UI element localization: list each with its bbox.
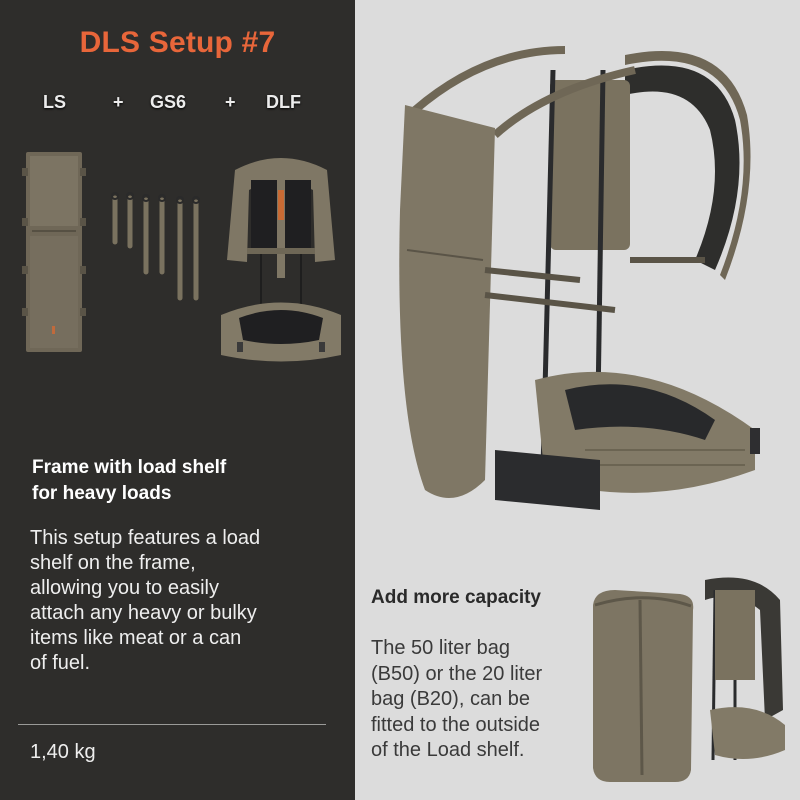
description-line: shelf on the frame, xyxy=(30,552,196,574)
divider xyxy=(18,724,326,725)
description-line: The 50 liter bag xyxy=(371,637,510,659)
left-info-panel xyxy=(0,0,355,800)
heading-line: for heavy loads xyxy=(32,483,172,504)
main-product-image xyxy=(399,46,760,510)
heading-line: Frame with load shelf xyxy=(32,457,227,478)
component-list: LS + GS6 + DLF xyxy=(0,92,355,116)
component-gs6: GS6 xyxy=(150,92,187,112)
capacity-product-image xyxy=(593,577,785,782)
description-line: fitted to the outside xyxy=(371,713,541,736)
description-line: items like meat or a can xyxy=(30,627,242,649)
description-line: of fuel. xyxy=(30,652,91,674)
setup-title: DLS Setup #7 xyxy=(79,26,276,59)
component-ls: LS xyxy=(43,92,67,112)
description-line: allowing you to easily xyxy=(30,577,219,599)
load-shelf-image xyxy=(22,152,86,352)
setup-description: This setup features a load shelf on the … xyxy=(30,526,330,676)
gear-straps-image xyxy=(111,192,200,301)
plus-separator: + xyxy=(225,92,236,112)
description-line: (B50) or the 20 liter xyxy=(371,662,543,685)
capacity-description: The 50 liter bag (B50) or the 20 liter b… xyxy=(371,636,581,764)
weight-value: 1,40 kg xyxy=(30,741,96,763)
frame-harness-image xyxy=(221,158,341,362)
capacity-heading: Add more capacity xyxy=(371,587,541,608)
description-line: of the Load shelf. xyxy=(371,739,525,761)
description-line: bag (B20), can be xyxy=(371,688,530,710)
description-line: attach any heavy or bulky xyxy=(30,602,257,624)
description-line: This setup features a load xyxy=(30,527,261,549)
plus-separator: + xyxy=(113,92,124,112)
setup-heading: Frame with load shelf for heavy loads xyxy=(32,455,332,507)
component-dlf: DLF xyxy=(266,92,301,112)
